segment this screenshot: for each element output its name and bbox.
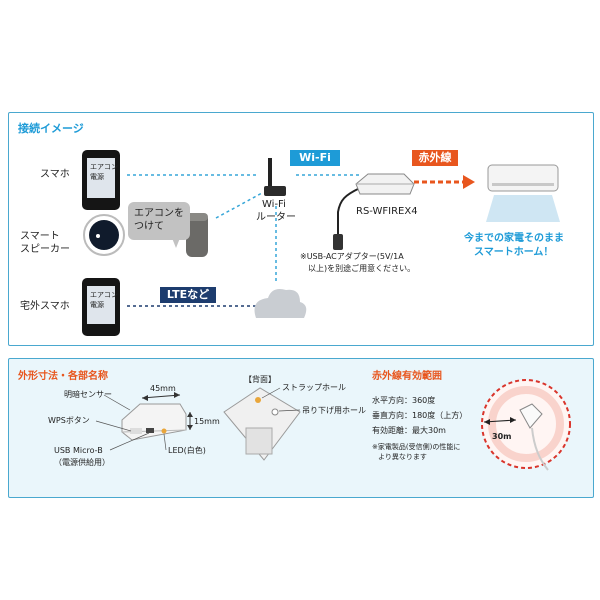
- smartphone-label: スマホ: [40, 169, 70, 180]
- router-label-line2: ルーター: [256, 212, 296, 223]
- infrared-badge: 赤外線: [412, 150, 458, 166]
- dimensions-title: 外形寸法・各部名称: [18, 371, 108, 382]
- tagline-line2: スマートホーム！: [474, 247, 554, 258]
- speaker-label-line1: スマート: [20, 231, 60, 242]
- spec-vertical: 垂直方向：180度（上方）: [372, 411, 468, 420]
- product-name: RS-WFIREX4: [356, 206, 418, 217]
- usb-label-line2: （電源供給用）: [54, 458, 110, 467]
- remote-phone-screen-text: エアコン 電源: [90, 291, 118, 309]
- tagline-line1: 今までの家電そのまま: [464, 233, 564, 244]
- wifi-badge: Wi-Fi: [290, 150, 340, 166]
- range-title: 赤外線有効範囲: [372, 371, 442, 382]
- remote-phone-label: 宅外スマホ: [20, 301, 70, 312]
- connection-title: 接続イメージ: [18, 122, 84, 135]
- spec-distance: 有効距離：最大30m: [372, 426, 446, 435]
- light-sensor-label: 明暗センサー: [64, 390, 112, 399]
- led-label: LED(白色): [168, 446, 206, 455]
- width-label: 45mm: [150, 384, 176, 393]
- spec-note-line1: ※家電製品(受信側)の性能に: [372, 443, 461, 451]
- adapter-note-line2: 以上)を別途ご用意ください。: [308, 264, 416, 273]
- remote-smartphone-icon: エアコン 電源: [82, 278, 120, 336]
- wps-button-label: WPSボタン: [48, 416, 90, 425]
- spec-horizontal: 水平方向：360度: [372, 396, 436, 405]
- router-label-line1: Wi-Fi: [262, 199, 286, 210]
- usb-label-line1: USB Micro-B: [54, 446, 103, 455]
- hanging-hole-label: 吊り下げ用ホール: [302, 406, 366, 415]
- adapter-note-line1: ※USB-ACアダプター(5V/1A: [300, 252, 404, 261]
- height-label: 15mm: [194, 417, 220, 426]
- speech-bubble-text: エアコンを つけて: [134, 208, 184, 232]
- spec-note-line2: より異なります: [378, 453, 427, 461]
- strap-hole-label: ストラップホール: [282, 383, 346, 392]
- back-view-label: 【背面】: [244, 375, 276, 384]
- range-distance-label: 30m: [492, 432, 512, 441]
- smartphone-icon: エアコン 電源: [82, 150, 120, 210]
- lte-badge: LTEなど: [160, 287, 216, 303]
- phone-screen-text: エアコン 電源: [90, 163, 118, 181]
- speaker-label-line2: スピーカー: [20, 244, 70, 255]
